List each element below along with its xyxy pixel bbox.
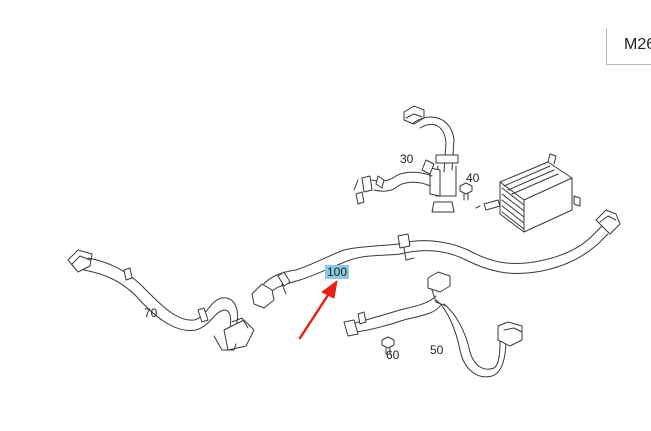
model-tag-text: M26 xyxy=(624,36,651,53)
hose-100-drawing xyxy=(251,209,621,309)
bolt-60-drawing xyxy=(381,336,395,355)
red-pointer-arrow xyxy=(298,280,338,340)
oil-cooler-drawing xyxy=(475,153,581,233)
part-label-40[interactable]: 40 xyxy=(466,171,480,185)
part-label-70[interactable]: 70 xyxy=(144,306,158,320)
part-label-30[interactable]: 30 xyxy=(400,152,414,166)
hose-30-drawing xyxy=(353,105,459,213)
part-label-60[interactable]: 60 xyxy=(386,348,400,362)
hose-50-drawing xyxy=(343,271,523,378)
bolt-40-drawing xyxy=(459,182,473,201)
hose-70-drawing xyxy=(67,249,255,351)
part-label-50[interactable]: 50 xyxy=(430,343,444,357)
part-label-100[interactable]: 100 xyxy=(325,265,350,279)
model-tag: M26 xyxy=(606,28,651,65)
